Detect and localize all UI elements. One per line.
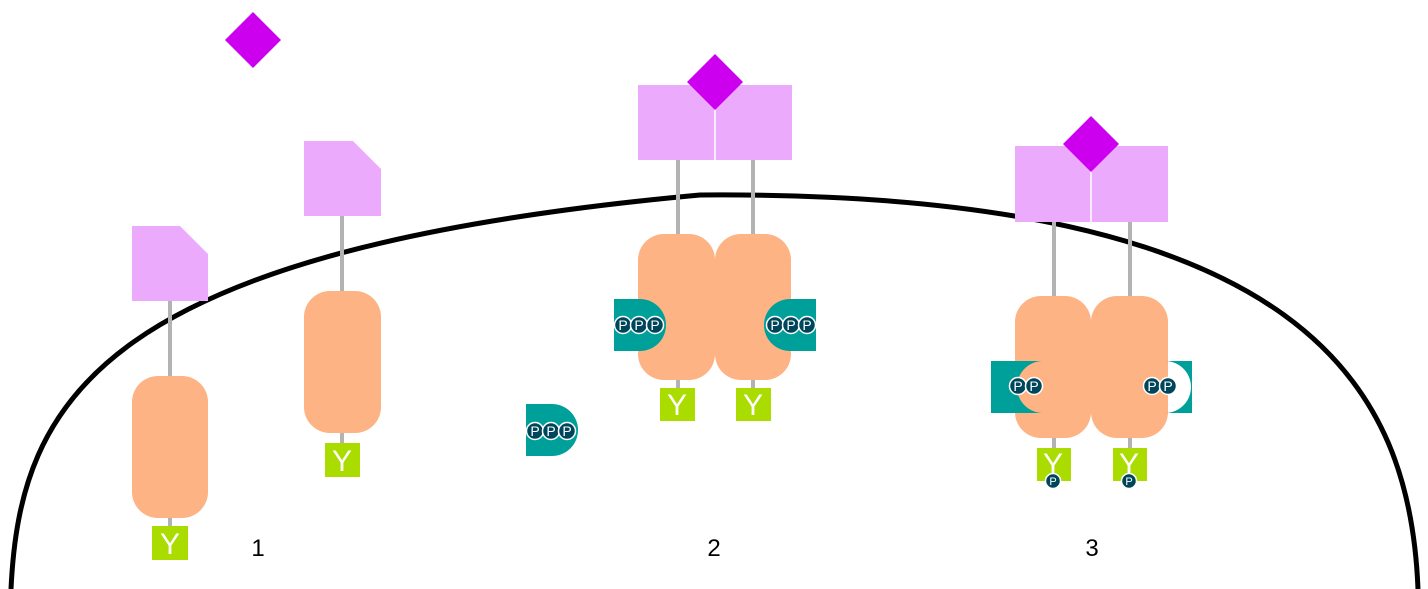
phosphate-label: P: [1029, 378, 1038, 394]
tyrosine-label: Y: [332, 445, 352, 478]
tyrosine-label: Y: [160, 528, 180, 561]
tyrosine-label: Y: [743, 389, 763, 422]
receptor-monomer-a: Y: [132, 226, 208, 561]
step-label-2: 2: [707, 535, 720, 562]
extracellular-domain: [715, 85, 792, 160]
step-label-1: 1: [251, 535, 264, 562]
phosphate-label: P: [546, 423, 555, 439]
tyrosine-label: Y: [1119, 448, 1139, 481]
receptor-monomer-b: Y: [304, 141, 381, 478]
phosphate-label: P: [1125, 476, 1132, 488]
bound-adp: [1165, 361, 1192, 413]
receptor-dimer-phosphorylated: P P P P Y P Y P: [991, 116, 1192, 490]
phosphate-group: [1044, 472, 1062, 490]
phosphate-label: P: [770, 317, 779, 333]
phosphate-label: P: [1163, 378, 1172, 394]
phosphate-label: P: [1013, 378, 1022, 394]
phosphate-label: P: [634, 317, 643, 333]
extracellular-domain: [132, 226, 208, 301]
tyrosine-residue: [325, 443, 360, 477]
phosphate-label: P: [618, 317, 627, 333]
extracellular-domain: [304, 141, 381, 216]
receptor-dimer-ligand-bound: P P P P P P Y Y: [613, 54, 817, 422]
phosphate-group: [1120, 472, 1138, 490]
phosphate-label: P: [1147, 378, 1156, 394]
tyrosine-residue: [736, 388, 771, 421]
kinase-domain: [132, 376, 208, 518]
tyrosine-residue: [660, 388, 695, 421]
bound-ligand: [1063, 116, 1119, 172]
step-label-3: 3: [1085, 535, 1098, 562]
phosphate-label: P: [786, 317, 795, 333]
free-ligand: [225, 12, 281, 68]
free-atp: P P P: [525, 404, 578, 456]
phosphate-label: P: [1049, 476, 1056, 488]
phosphate-label: P: [802, 317, 811, 333]
tyrosine-label: Y: [1043, 448, 1063, 481]
phosphate-label: P: [530, 423, 539, 439]
kinase-domain: [1091, 296, 1168, 438]
tyrosine-label: Y: [667, 389, 687, 422]
phosphate-label: P: [650, 317, 659, 333]
phosphate-label: P: [562, 423, 571, 439]
kinase-domain: [304, 291, 381, 433]
cell-membrane: [8, 192, 1421, 589]
tyrosine-residue: [152, 526, 188, 560]
extracellular-domain: [638, 85, 715, 160]
kinase-domain: [1015, 296, 1091, 438]
bound-ligand: [687, 54, 743, 110]
